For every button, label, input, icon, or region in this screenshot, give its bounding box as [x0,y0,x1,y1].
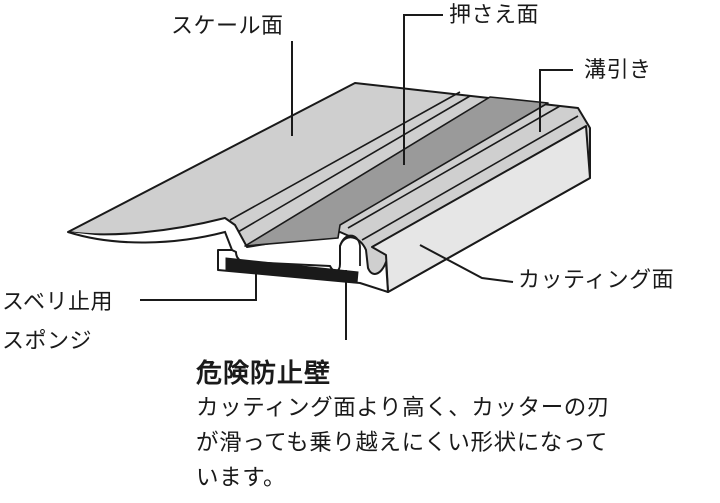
description-line-2: が滑っても乗り越えにくい形状になって [196,429,608,456]
description-line-1: カッティング面より高く、カッターの刃 [196,395,611,421]
label-scale-face: スケール面 [171,14,284,39]
leader-sponge [140,273,257,301]
rib-line-4 [361,115,579,241]
rib-line-3 [347,105,561,229]
description-line-3: います。 [196,464,287,491]
leader-groove [539,69,573,132]
anti-slip-sponge [225,257,359,284]
press-face-channel [244,96,549,247]
leader-cutting-face [419,244,514,283]
label-press-face: 押さえ面 [449,3,540,28]
cutting-face-side [371,125,591,293]
label-cutting-face: カッティング面 [518,268,675,293]
feature-description: カッティング面より高く、カッターの刃 が滑っても乗り越えにくい形状になって いま… [196,391,610,496]
label-sponge-line1: スベリ止用 [2,290,113,315]
rib-line-1 [229,91,461,221]
feature-title: 危険防止壁 [196,359,332,389]
scale-bevel-edge [67,230,233,251]
rib-line-2 [237,95,471,233]
leader-press-face [403,14,443,165]
label-groove: 溝引き [584,58,652,83]
label-sponge-line2: スポンジ [2,329,93,354]
safety-wall-ridge [339,234,361,266]
